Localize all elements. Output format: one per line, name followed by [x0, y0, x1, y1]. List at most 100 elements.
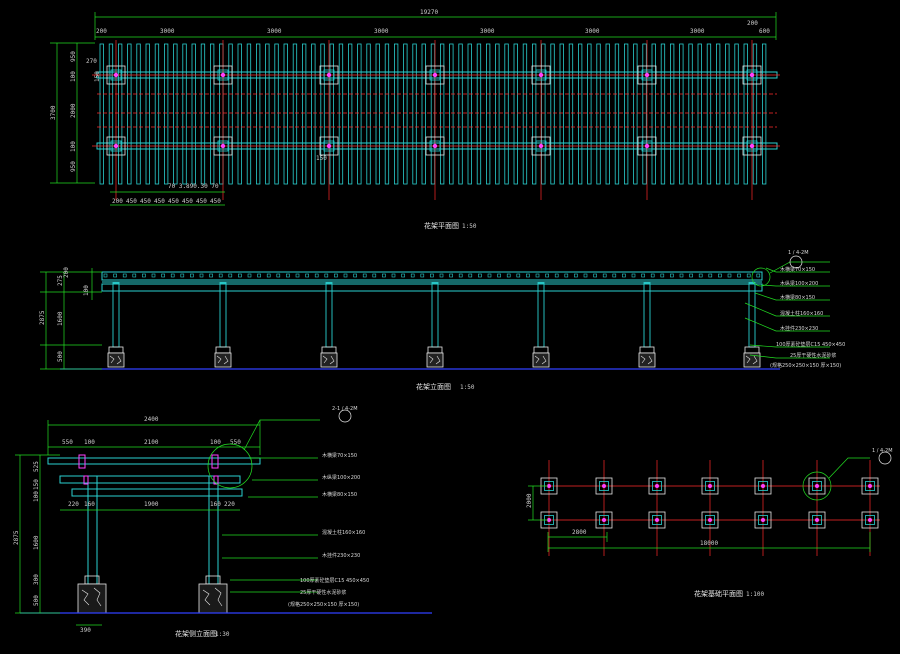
plan-column-center — [432, 72, 438, 78]
sect-dim: 525 — [33, 461, 40, 472]
plan-slat — [439, 43, 445, 185]
sect-dim: 220 — [224, 501, 235, 508]
elevation-slat-end — [458, 273, 463, 278]
plan-dim: 3000 — [267, 28, 282, 35]
plan-columns — [106, 65, 762, 156]
elevation-slat-end — [718, 273, 722, 278]
foundation-footing — [648, 511, 666, 529]
plan-column-base — [742, 136, 762, 156]
plan-column — [641, 69, 653, 81]
plan-slat — [347, 43, 353, 185]
plan-slat — [670, 43, 675, 185]
plan-dim: 3700 — [50, 105, 57, 120]
plan-column-base — [106, 65, 126, 85]
sect-dim: 100 — [33, 491, 40, 502]
elevation-slat-end — [218, 273, 223, 278]
plan-column-base — [531, 136, 551, 156]
sect-dim: 2400 — [144, 416, 159, 423]
plan-column-center — [749, 143, 755, 149]
elevation-footing-hatch — [534, 355, 547, 365]
foundation-column-center — [761, 484, 765, 488]
plan-column — [535, 69, 547, 81]
plan-dim: 950 — [70, 161, 77, 172]
found-section-mark: 1 / 4-2M — [872, 448, 893, 454]
elevation-slat-end — [372, 273, 377, 278]
elev-callout: 木纵梁100×200 — [780, 280, 818, 287]
foundation-column-center — [815, 518, 819, 522]
found-title: 花架基础平面图 — [694, 589, 743, 598]
elevation-post-base — [639, 346, 655, 354]
plan-slat — [154, 43, 160, 185]
foundation-column-center — [547, 518, 551, 522]
foundation-footing — [754, 511, 772, 529]
plan-slat — [320, 43, 325, 185]
plan-column — [217, 140, 229, 152]
sect-callout: 木纵梁100×200 — [322, 474, 360, 481]
plan-slat — [311, 43, 316, 185]
elevation-slat-end — [631, 273, 636, 278]
plan-slat — [578, 43, 583, 185]
elevation-slat-end — [679, 273, 684, 278]
sect-dim: 1900 — [144, 501, 159, 508]
plan-slat — [274, 43, 279, 185]
foundation-column-center — [602, 484, 606, 488]
plan-dim: 100 — [70, 71, 77, 82]
plan-slat — [596, 43, 601, 185]
plan-slat — [163, 43, 169, 185]
elevation-slat-end — [209, 273, 213, 278]
plan-slat — [393, 43, 399, 185]
plan-slat — [651, 43, 656, 185]
elevation-post — [537, 282, 545, 348]
plan-bottom-dim: 450 — [140, 198, 151, 205]
foundation-footing — [595, 511, 613, 529]
elevation-slat-end — [295, 273, 300, 278]
sect-dim: 100 — [84, 439, 95, 446]
foundation-footing — [861, 511, 879, 529]
plan-bottom-dim: 450 — [210, 198, 221, 205]
section-footing — [77, 583, 107, 614]
plan-slat — [173, 43, 178, 185]
plan-slat — [301, 43, 307, 185]
section-footing-hatch — [81, 587, 102, 607]
elevation-slat-end — [670, 273, 674, 278]
sect-dim: 2875 — [13, 530, 20, 545]
sect-dim: 390 — [80, 627, 91, 634]
elevation-slat-end — [554, 273, 559, 278]
plan-slat — [485, 43, 491, 185]
plan-column-center — [644, 72, 650, 78]
elev-callout: 木横梁80×150 — [780, 294, 815, 301]
plan-dim: 200 — [96, 28, 107, 35]
sect-callout: 木挂件230×230 — [322, 552, 360, 559]
plan-column — [429, 69, 441, 81]
elevation-slat-end — [142, 273, 146, 278]
elevation-slat-end — [506, 273, 511, 278]
plan-dim: 3000 — [480, 28, 495, 35]
elevation-slat-end — [314, 273, 319, 278]
plan-column-center — [326, 72, 332, 78]
plan-dim: 200 — [747, 20, 758, 27]
plan-slat — [384, 43, 390, 185]
plan-slat — [513, 43, 518, 185]
elevation-view: 2875 275 200 100 1600 500 1 / 4-2M 木横梁70… — [39, 250, 845, 391]
sect-callout: (规格250×250×150 厚×150) — [288, 601, 359, 608]
plan-column — [746, 69, 758, 81]
plan-column-base — [742, 65, 762, 85]
elevation-post-base — [533, 346, 549, 354]
plan-slat — [734, 43, 739, 185]
plan-column — [323, 140, 335, 152]
plan-dim: 950 — [70, 51, 77, 62]
sect-callout: 木横梁80×150 — [322, 491, 357, 498]
foundation-footing — [808, 477, 826, 495]
foundation-column-center — [868, 484, 872, 488]
elev-dim: 2875 — [39, 310, 46, 325]
foundation-column — [758, 515, 768, 525]
plan-slat — [688, 43, 693, 185]
plan-slat — [697, 43, 702, 185]
sect-dim: 150 — [33, 479, 40, 490]
plan-column-center — [749, 72, 755, 78]
plan-slat — [283, 43, 288, 185]
elevation-slat-end — [698, 273, 703, 278]
foundation-column — [758, 481, 768, 491]
plan-bottom-dim: 450 — [196, 198, 207, 205]
sect-callout: 木横梁70×150 — [322, 452, 357, 459]
